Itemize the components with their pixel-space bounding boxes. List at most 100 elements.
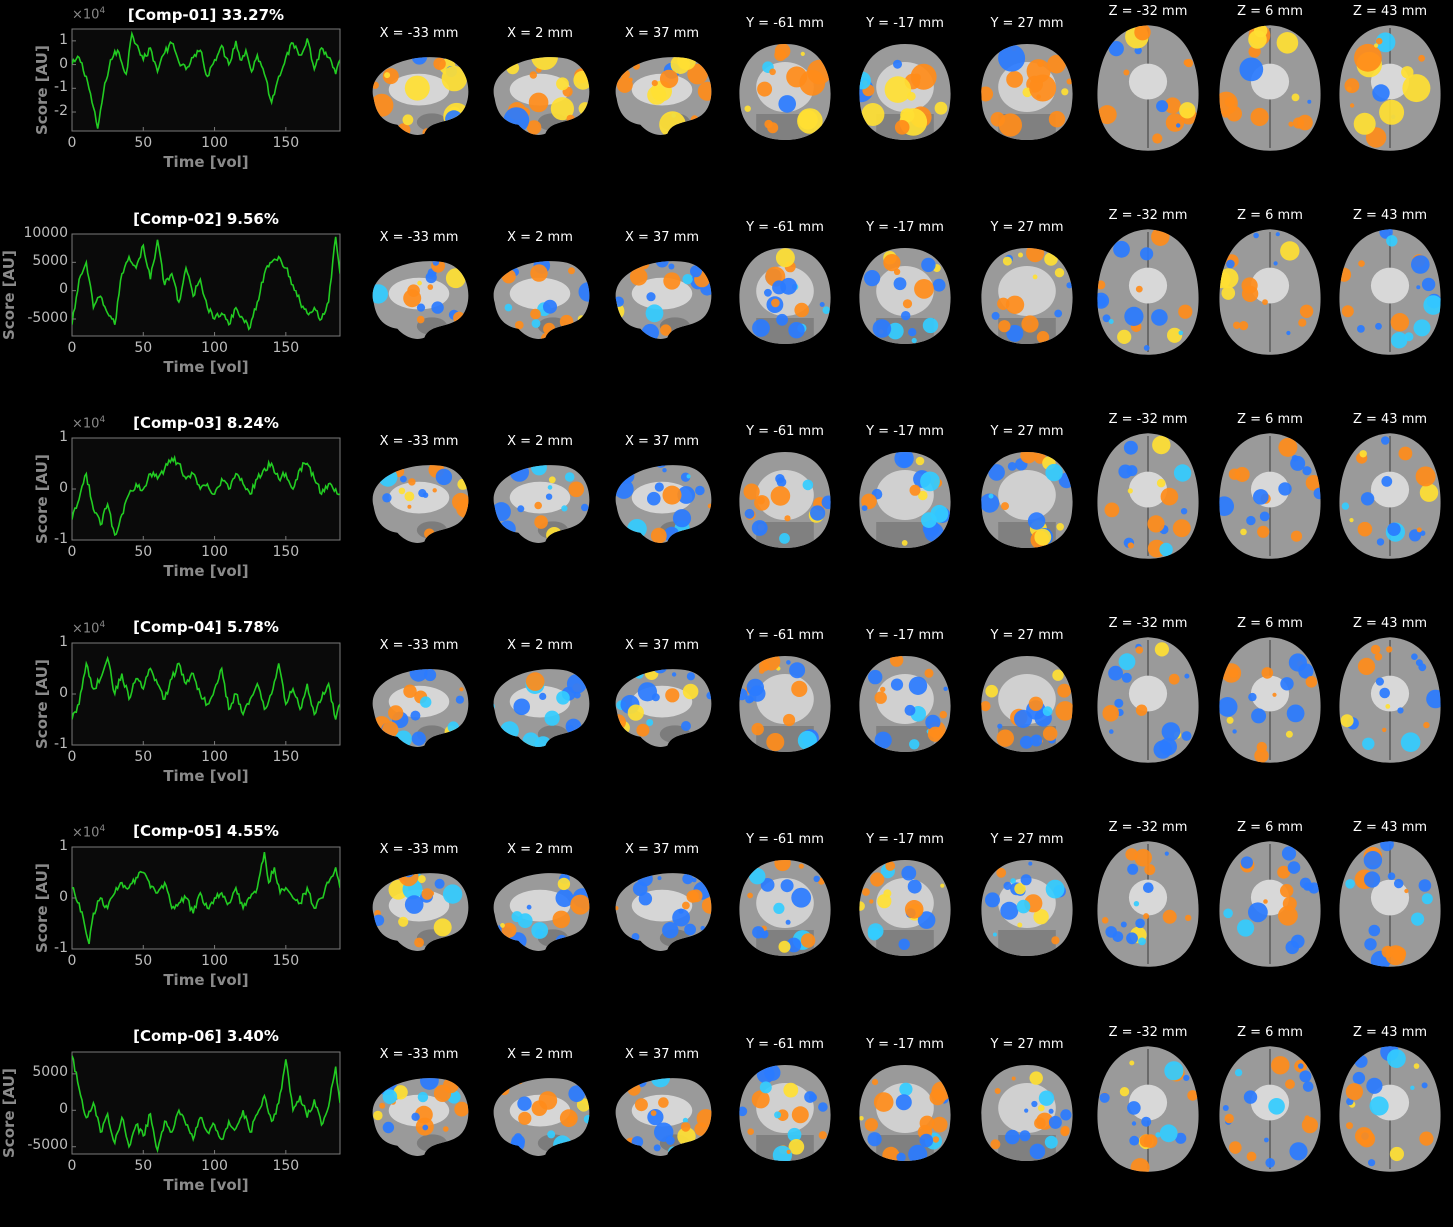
negative-activation (756, 1065, 775, 1084)
positive-activation (634, 1098, 648, 1112)
plot-area (71, 233, 341, 336)
white-matter (1128, 267, 1168, 304)
negative-activation (1131, 1121, 1137, 1126)
slice-label: Z = 43 mm (1352, 412, 1428, 427)
positive-activation (638, 261, 650, 270)
negative-activation (1411, 653, 1418, 660)
negative-activation (898, 453, 913, 468)
positive-activation (1344, 78, 1360, 94)
negative-activation (655, 261, 669, 268)
slice-label: Y = -61 mm (746, 16, 824, 31)
negative-activation (991, 311, 1000, 320)
negative-activation (1134, 46, 1142, 55)
negative-activation (681, 721, 691, 731)
positive-activation (1398, 446, 1413, 461)
slice-label: Z = -32 mm (1108, 412, 1188, 427)
positive-activation (1001, 502, 1009, 511)
positive-activation (1392, 946, 1407, 961)
negative-activation (1181, 731, 1192, 741)
positive-activation (551, 531, 568, 543)
negative-activation (1313, 487, 1321, 500)
positive-activation (627, 704, 644, 721)
negative-activation (503, 107, 530, 133)
brain-slice-image (493, 669, 590, 747)
negative-activation (547, 485, 553, 490)
slice-label: Z = 6 mm (1237, 616, 1303, 631)
positive-activation (1301, 1117, 1318, 1134)
negative-activation (417, 1091, 429, 1103)
negative-activation (1108, 665, 1123, 681)
negative-activation (1118, 464, 1133, 479)
positive-activation (1178, 304, 1193, 319)
negative-activation (1357, 325, 1365, 333)
slice-content (1219, 436, 1321, 556)
slice-label: X = -33 mm (379, 434, 459, 449)
exponent-power: 4 (99, 619, 106, 630)
positive-activation (1130, 1158, 1150, 1172)
negative-activation (778, 95, 796, 113)
positive-activation (556, 77, 569, 91)
negative-activation (378, 467, 398, 487)
negative-activation (1362, 737, 1375, 750)
positive-activation (884, 76, 912, 103)
slice-label: X = 37 mm (624, 434, 700, 449)
negative-activation (893, 59, 902, 69)
negative-activation (776, 477, 787, 487)
negative-activation (899, 1082, 913, 1096)
negative-activation (1239, 57, 1264, 82)
negative-activation (1003, 881, 1012, 890)
slice-label: Z = 43 mm (1352, 4, 1428, 19)
positive-activation (901, 540, 908, 546)
negative-activation (1045, 879, 1065, 899)
y-tick-label: 10000 (23, 224, 68, 241)
brain-slice-image (859, 860, 951, 956)
positive-activation (861, 103, 885, 126)
positive-activation (931, 1081, 951, 1102)
exponent-power: 4 (99, 824, 106, 834)
positive-activation (1097, 105, 1117, 125)
negative-activation (1121, 672, 1132, 683)
negative-activation (752, 319, 770, 337)
negative-activation (1143, 345, 1150, 351)
negative-activation (1418, 879, 1432, 892)
negative-activation (526, 904, 532, 910)
negative-activation (1105, 926, 1117, 938)
positive-activation (1254, 748, 1269, 763)
y-tick-label: 0 (59, 889, 68, 905)
slice-label: Y = -61 mm (746, 628, 824, 643)
positive-activation (1033, 909, 1049, 925)
slice-label: Z = -32 mm (1108, 208, 1188, 223)
positive-activation (1285, 730, 1293, 738)
positive-activation (372, 81, 379, 89)
negative-activation (887, 322, 904, 340)
positive-activation (501, 269, 516, 284)
negative-activation (1307, 99, 1312, 104)
negative-activation (1287, 861, 1301, 874)
negative-activation (1006, 324, 1024, 342)
positive-activation (516, 1078, 523, 1085)
negative-activation (921, 257, 936, 273)
positive-activation (538, 1091, 558, 1110)
negative-activation (1421, 277, 1436, 292)
positive-activation (1104, 502, 1120, 518)
positive-activation (373, 1110, 383, 1121)
negative-activation (504, 303, 513, 312)
positive-activation (1349, 103, 1355, 108)
brain-slice-image (981, 452, 1073, 548)
slice-content (616, 57, 712, 135)
positive-activation (1185, 914, 1192, 922)
positive-activation (1151, 229, 1170, 246)
negative-activation (411, 731, 426, 746)
plot-area (71, 437, 341, 541)
positive-activation (981, 701, 991, 712)
negative-activation (1369, 1096, 1389, 1116)
slice-label: Z = 43 mm (1352, 1025, 1428, 1040)
brain-slice-image (1097, 637, 1199, 763)
negative-activation (1410, 1085, 1415, 1090)
negative-activation (1366, 1077, 1383, 1094)
positive-activation (794, 302, 809, 318)
positive-activation (871, 1079, 879, 1086)
negative-activation (420, 696, 432, 708)
